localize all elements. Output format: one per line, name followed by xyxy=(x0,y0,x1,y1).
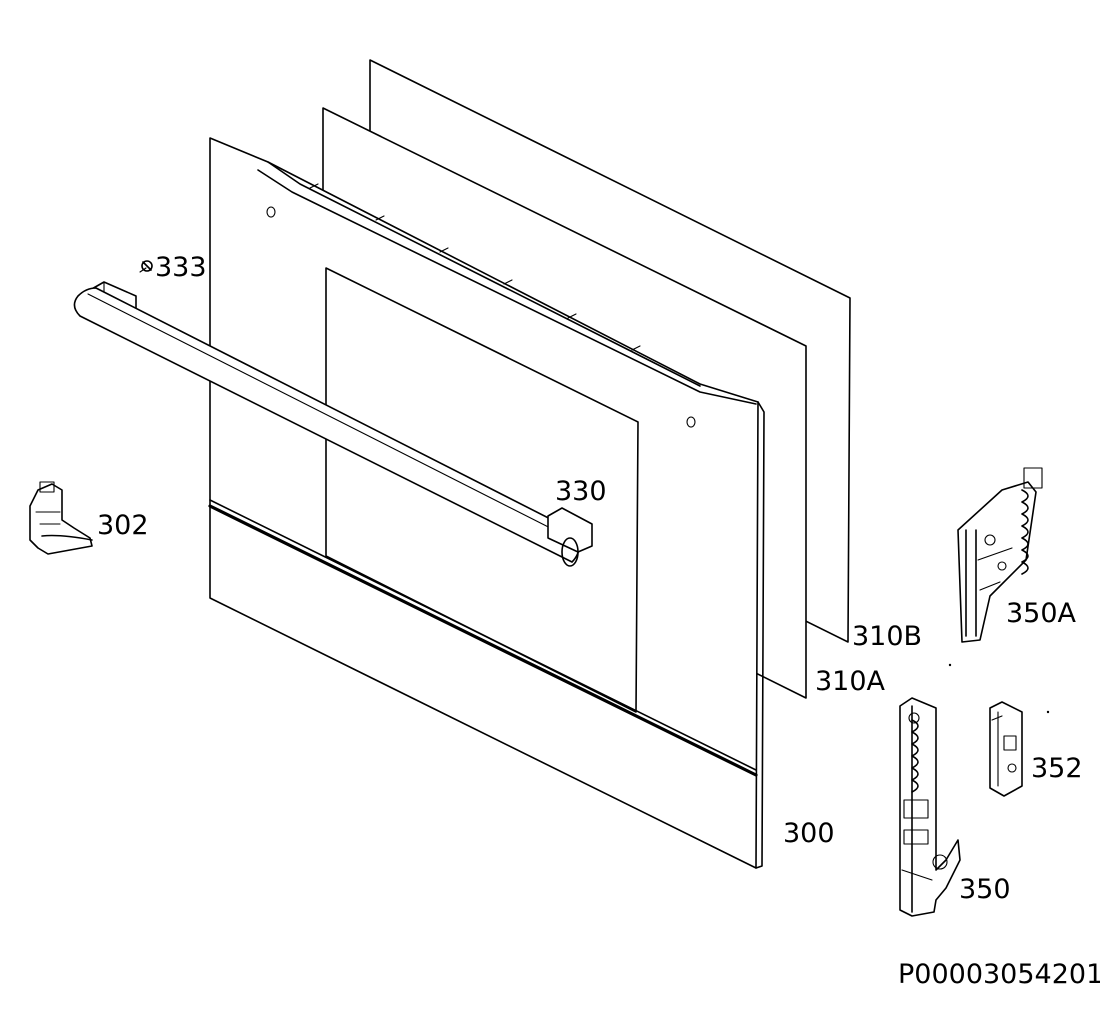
door-handle-330 xyxy=(73,281,593,567)
label-part-350a: 350A xyxy=(1006,598,1077,629)
label-part-352: 352 xyxy=(1031,753,1083,784)
hinge-catch-302 xyxy=(29,481,93,555)
detail-dot xyxy=(1046,710,1050,714)
label-part-300: 300 xyxy=(783,818,835,849)
label-part-302: 302 xyxy=(97,510,149,541)
hinge-assembly-350 xyxy=(899,697,961,917)
label-part-310b: 310B xyxy=(852,621,923,652)
screw-333 xyxy=(139,260,153,273)
hinge-assembly-350a xyxy=(957,467,1043,643)
drawing-code: P00003054201 xyxy=(898,959,1100,990)
hinge-bracket-352 xyxy=(989,701,1023,797)
label-part-333: 333 xyxy=(155,252,207,283)
label-part-310a: 310A xyxy=(815,666,886,697)
detail-dot xyxy=(948,663,952,667)
label-part-350: 350 xyxy=(959,874,1011,905)
label-part-330: 330 xyxy=(555,476,607,507)
